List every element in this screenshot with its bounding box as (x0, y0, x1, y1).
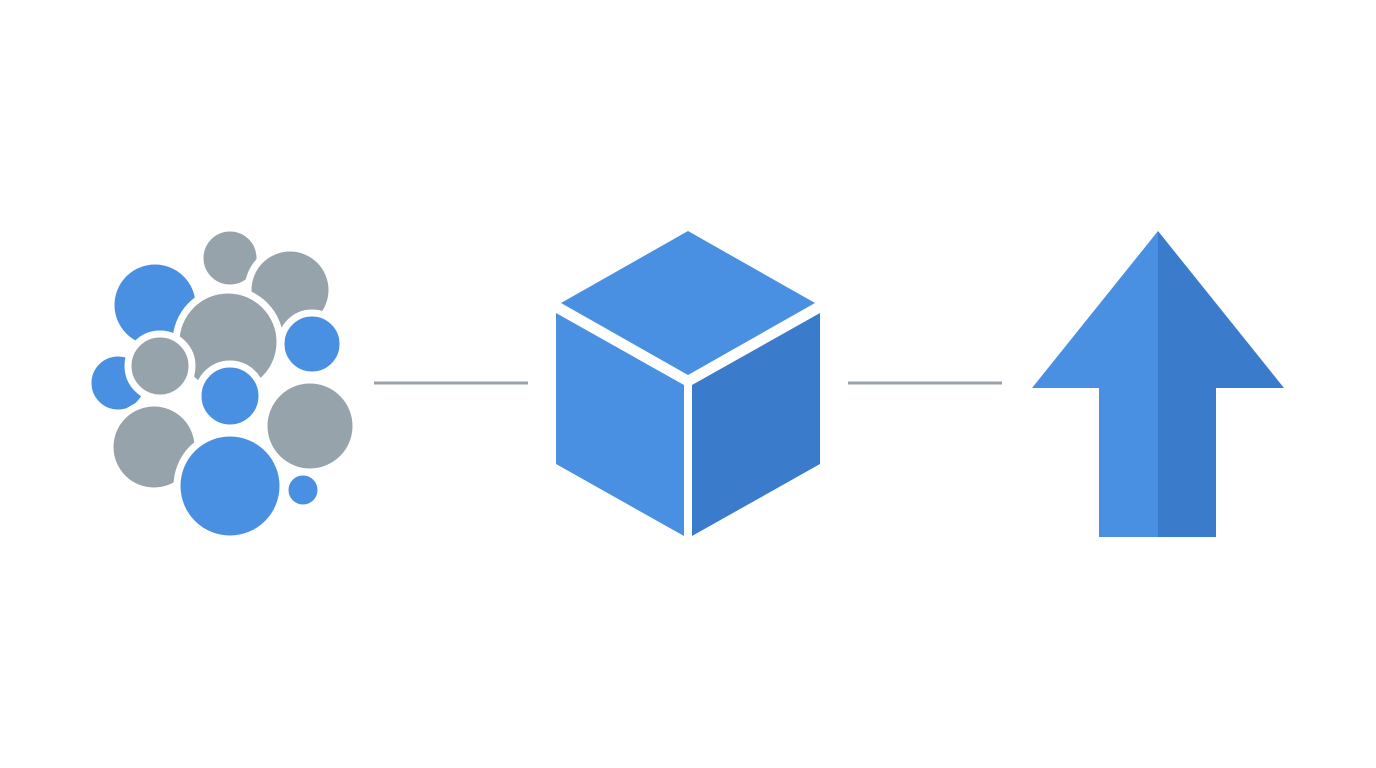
arrow-up-icon (1032, 231, 1284, 537)
cluster-circle-9 (194, 360, 266, 432)
arrow-left-half (1032, 231, 1158, 537)
cube-right-face (692, 313, 820, 536)
arrow-right-half (1158, 231, 1284, 537)
cluster-circle-7 (277, 309, 347, 379)
cluster-circle-11 (260, 376, 360, 476)
cube-left-face (556, 313, 684, 536)
cluster-circle-12 (173, 429, 287, 543)
cluster-circle-6 (281, 468, 325, 512)
cube-top-face (561, 231, 815, 375)
cube-icon (556, 231, 820, 536)
circle-cluster-icon (84, 224, 360, 543)
cluster-circle-8 (124, 330, 196, 402)
